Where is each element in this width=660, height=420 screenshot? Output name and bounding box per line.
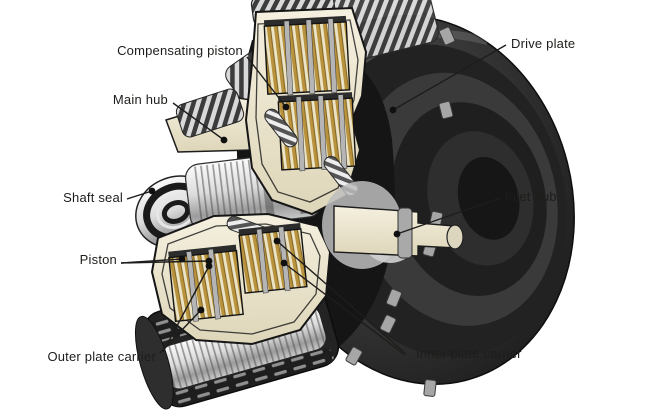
label-inlet-hub: Inlet hub — [505, 189, 557, 204]
inlet-hub-shape — [322, 181, 464, 269]
label-piston: Piston — [79, 252, 117, 267]
label-main-hub: Main hub — [112, 92, 168, 107]
label-inner-plate-carrier: Inner plate carrier — [416, 346, 522, 361]
rim-clips — [345, 12, 456, 397]
leader-shaft-seal — [126, 190, 153, 200]
leader-inner-carrier-2 — [283, 262, 406, 356]
leader-drive-plate — [392, 44, 507, 111]
label-compensating-piston: Compensating piston — [117, 43, 243, 58]
lower-clutch-housing — [150, 212, 332, 346]
label-outer-plate-carrier: Outer plate carrier — [47, 349, 156, 364]
leader-inner-carrier-1 — [276, 240, 406, 354]
label-shaft-seal: Shaft seal — [63, 190, 123, 205]
upper-clutch-housing — [244, 6, 368, 216]
spring-icon — [264, 108, 298, 148]
leader-dots — [148, 103, 401, 314]
leader-main-hub — [172, 102, 225, 141]
leader-outer-carrier-2 — [162, 265, 210, 353]
leader-lines — [120, 44, 507, 356]
leader-compensating-piston — [246, 56, 287, 108]
leader-inlet-hub — [396, 197, 501, 235]
leader-piston-2 — [120, 260, 210, 264]
label-drive-plate: Drive plate — [511, 36, 576, 51]
